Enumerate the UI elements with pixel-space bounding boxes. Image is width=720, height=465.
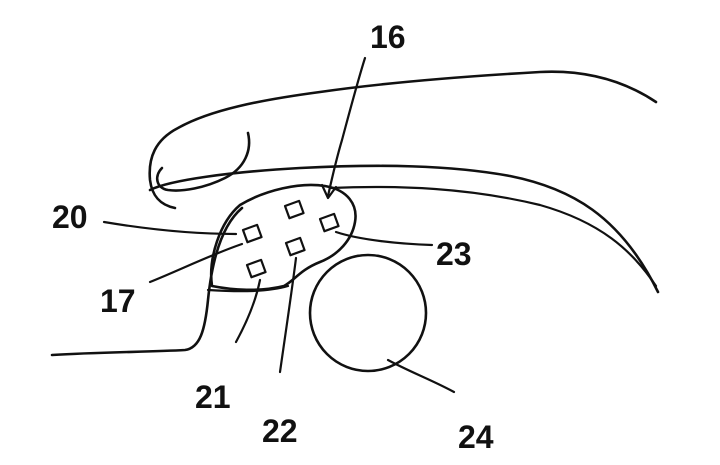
electrode-group (241, 199, 340, 279)
sensor-body (209, 183, 357, 292)
lower-contour-line (206, 284, 290, 293)
leader-22 (278, 256, 298, 374)
electrode-21 (245, 258, 267, 279)
leader-21 (234, 278, 262, 344)
label-24: 24 (458, 419, 494, 455)
label-16: 16 (370, 19, 406, 55)
leader-20 (102, 220, 238, 236)
label-21: 21 (195, 379, 231, 415)
leader-16-arrowhead (320, 183, 338, 200)
finger-lower-outline (148, 164, 660, 294)
label-17: 17 (100, 283, 136, 319)
fingernail (155, 131, 251, 192)
electrode-23 (318, 212, 340, 233)
leader-23 (334, 230, 434, 247)
leader-16 (326, 56, 367, 198)
circular-element (308, 253, 428, 373)
electrode-20 (283, 199, 305, 220)
label-20: 20 (52, 199, 88, 235)
label-23: 23 (436, 236, 472, 272)
leader-17 (148, 242, 244, 284)
finger-inner-contour (328, 185, 658, 288)
label-22: 22 (262, 413, 298, 449)
leader-24 (386, 358, 456, 394)
electrode-17 (241, 223, 263, 244)
arm-outline (50, 206, 244, 357)
finger-upper-outline (148, 70, 658, 210)
electrode-22 (284, 236, 306, 257)
